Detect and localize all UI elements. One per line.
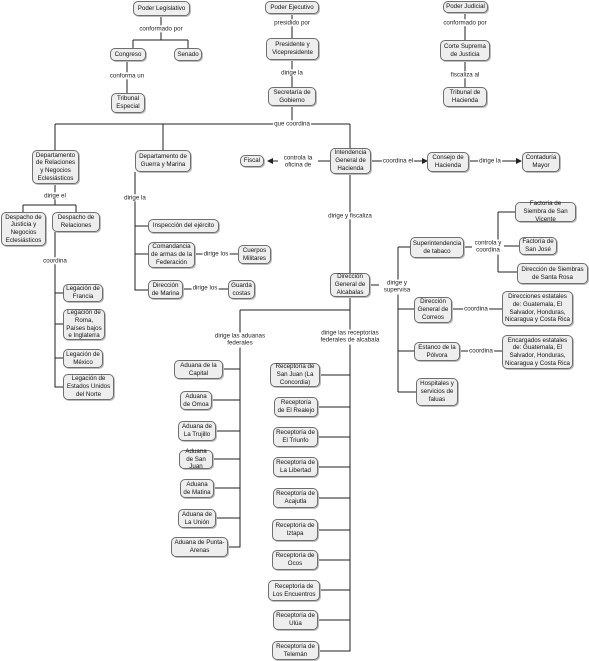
label-controla-oficina: controla la oficina de [278,154,318,170]
node-receptoria-sanjuan: Receptoría de San Juan (La Concordia) [270,363,320,387]
label-coordina-2: coordina [463,305,489,313]
label-fiscaliza-al: fiscaliza al [449,71,481,79]
label-dirige-los-2: dirige los [191,284,219,292]
node-hospitales: Hospitales y servicios de faluas [416,378,458,406]
node-guarda-costas: Guarda costas [228,280,255,299]
node-receptoria-teleman: Receptoría de Telemán [272,641,319,660]
node-receptoria-acajutla: Receptoría de Acajutla [273,488,318,508]
node-direccion-marina: Dirección de Marina [148,280,183,299]
label-coordina-1: coordina [42,257,68,265]
node-factoria-sj: Factoría de San José [519,237,557,255]
node-legacion-roma: Legación de Roma, Países bajos e Inglate… [63,309,105,340]
label-dirige-y-fiscaliza: dirige y fiscaliza [327,212,373,220]
node-direccion-sr: Dirección de Siembras de Santa Rosa [517,263,588,284]
node-factoria-sv: Factoría de Siembra de San Vicente [515,200,576,223]
node-presidente: Presidente y Vicepresidente [266,38,319,60]
label-dirige-el: dirige el [43,192,67,200]
label-conforma-un: conforma un [108,72,146,80]
node-aduana-trujillo: Aduana de La Trujillo [178,421,216,441]
node-legacion-mexico: Legación de México [63,349,103,368]
node-aduana-sanjuan: Aduana de San Juan [179,448,213,470]
node-receptoria-ocos: Receptoría de Ocos [272,550,318,570]
node-aduana-capital: Aduana de la Capital [174,360,223,379]
label-controla-y-coordina: controla y coordina [472,239,504,255]
node-direcciones-estatales: Direcciones estatales de: Guatemala, El … [502,291,573,326]
label-conformado-por-1: conformado por [138,25,184,33]
node-receptoria-libertad: Receptoría de La Libertad [273,457,318,477]
label-dirige-la-1: dirige la [280,69,304,77]
node-aduana-matina: Aduana de Matina [180,479,214,498]
node-estanco-polvora: Estanco de la Pólvora [414,342,460,361]
node-legacion-eeuu: Legación de Estados Unidos del Norte [63,374,114,400]
node-tribunal-especial: Tribunal Especial [111,93,145,113]
label-conformado-por-2: conformado por [442,19,488,27]
node-aduana-punta: Aduana de Punta-Arenas [171,537,228,557]
node-receptoria-encuentros: Receptoría de Los Encuentros [268,580,320,601]
node-poder-judicial: Poder Judicial [443,1,488,13]
node-comandancia: Comandancia de armas de la Federación [148,242,195,268]
node-receptoria-ulua: Receptoría de Ulúa [273,610,318,630]
node-consejo-hacienda: Consejo de Hacienda [427,152,469,172]
node-secretaria-gobierno: Secretaría de Gobierno [268,87,316,106]
node-contaduria: Contaduría Mayor [522,152,560,172]
node-poder-legislativo: Poder Legislativo [133,1,190,16]
label-dirige-receptorias: dirige las receptorías federales de alca… [316,329,384,345]
node-aduana-union: Aduana de La Unión [178,509,216,528]
label-dirige-aduanas: dirige las aduanas federales [210,332,270,348]
node-tribunal-hacienda: Tribunal de Hacienda [443,87,487,107]
node-direccion-correos: Dirección General de Correos [414,297,452,323]
node-depto-guerra: Departamento de Guerra y Marina [135,150,191,172]
node-corte-suprema: Corte Suprema de Justicia [440,40,490,61]
label-presidido-por: presidido por [273,19,311,27]
node-congreso: Congreso [110,48,146,61]
label-coordina-el: coordina el [381,157,415,165]
node-encargados-estatales: Encargados estatales de: Guatemala, El S… [502,335,573,369]
node-direccion-alcabalas: Dirección General de Alcabalas [330,273,370,297]
node-receptoria-triunfo: Receptoría de El Triunfo [273,427,318,447]
node-aduana-omoa: Aduana de Omoa [180,391,212,410]
node-depto-relaciones: Departamento de Relaciones y Negocios Ec… [32,150,79,184]
node-legacion-francia: Legación de Francia [63,284,103,302]
node-despacho-justicia: Despacho de Justicia y Negocios Eclesiás… [1,212,46,246]
node-poder-ejecutivo: Poder Ejecutivo [265,1,319,14]
label-coordina-3: coordina [468,347,494,355]
node-fiscal: Fiscal [240,155,264,167]
node-despacho-relaciones: Despacho de Relaciones [52,212,100,232]
node-receptoria-iztapa: Receptoría de Iztapa [272,519,318,541]
label-dirige-los: dirige los [202,250,230,258]
node-intendencia: Intendencia General de Hacienda [330,148,371,174]
node-cuerpos-militares: Cuerpos Militares [238,245,271,264]
label-dirige-y-supervisa: dirige y supervisa [379,279,415,295]
node-receptoria-realejo: Receptoría de El Realejo [274,397,318,417]
label-dirige-la-3: dirige la [123,194,147,202]
node-superintendencia-tabaco: Superintendencia de tabaco [410,237,464,258]
label-que-coordina: que coordina [273,120,311,128]
node-senado: Senado [174,48,202,61]
node-inspeccion-ejercito: Inspección del ejército [148,219,219,233]
label-dirige-la-2: dirige la [478,157,502,165]
